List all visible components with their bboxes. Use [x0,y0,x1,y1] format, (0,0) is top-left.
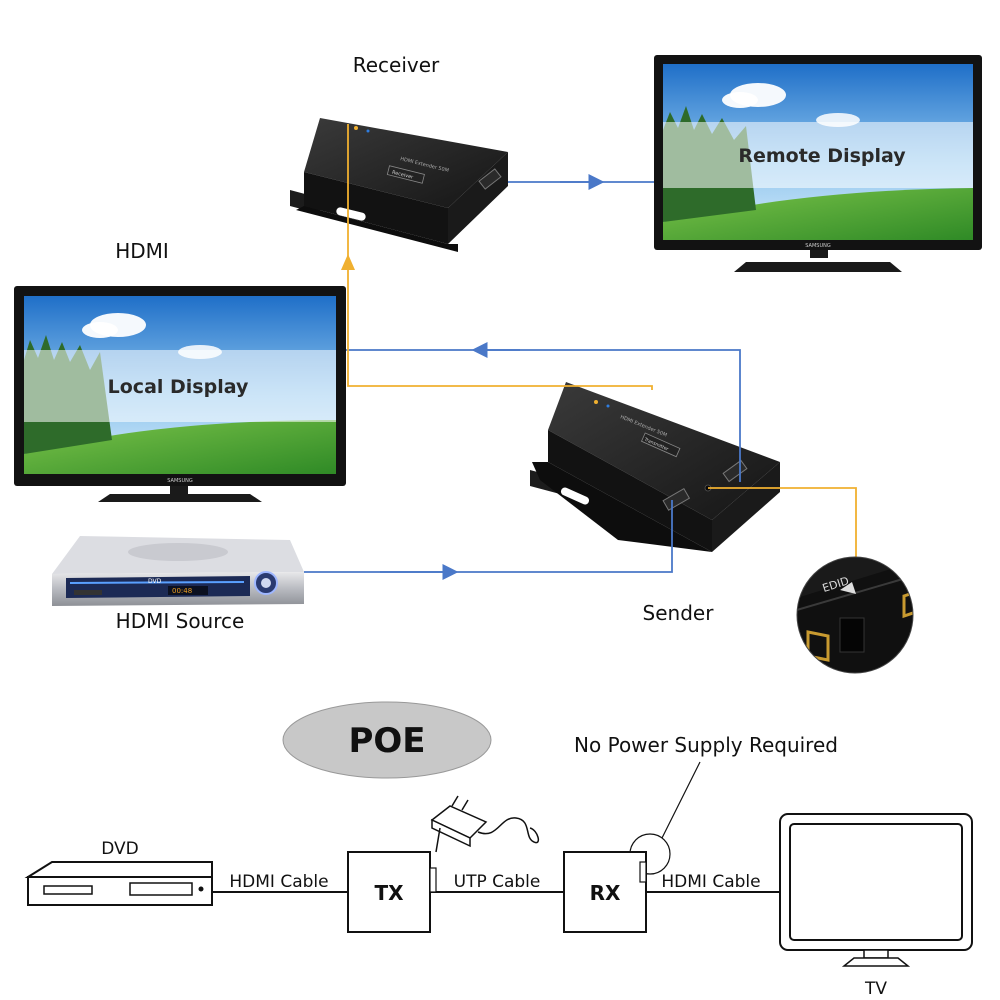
tx-label: TX [374,881,404,905]
local-display-tv: Local Display SAMSUNG [14,286,346,502]
poe-badge: POE [282,701,492,779]
tv-label: TV [864,979,887,999]
poe-label: POE [348,721,425,761]
utp-cable-label: UTP Cable [454,872,541,892]
local-display-label: Local Display [108,376,249,398]
dvd-player-photo: DVD 00:48 [52,536,304,606]
dvd-badge: DVD [148,578,162,585]
hdmi-source-label: HDMI Source [116,609,245,633]
remote-display-label: Remote Display [738,145,906,167]
hdmi-label: HDMI [115,239,169,263]
receiver-label: Receiver [353,53,440,77]
tx-box: TX [347,851,437,933]
remote-display-tv: Remote Display SAMSUNG [654,55,982,272]
rx-box: RX [563,851,647,933]
sender-box: HDMI Extender 50M Transmitter [530,382,780,552]
dvd-schematic [24,861,213,906]
tv-brand-remote: SAMSUNG [805,243,831,249]
edid-zoom-inset: EDID [796,556,914,674]
no-power-label: No Power Supply Required [574,733,838,757]
dvd-clock: 00:48 [172,587,192,595]
dvd-label: DVD [101,839,139,859]
sender-label: Sender [643,601,715,625]
connections-top [304,124,857,581]
rx-label: RX [590,881,621,905]
no-power-pointer [661,761,701,839]
hdmi-cable-2-label: HDMI Cable [661,872,760,892]
power-adapter-icon [430,795,540,853]
hdmi-cable-1-label: HDMI Cable [229,872,328,892]
tv-schematic [779,813,973,967]
receiver-box: HDMI Extender 50M Receiver [290,118,508,252]
receiver-badge: Receiver [391,170,414,181]
tv-brand-local: SAMSUNG [167,478,193,484]
